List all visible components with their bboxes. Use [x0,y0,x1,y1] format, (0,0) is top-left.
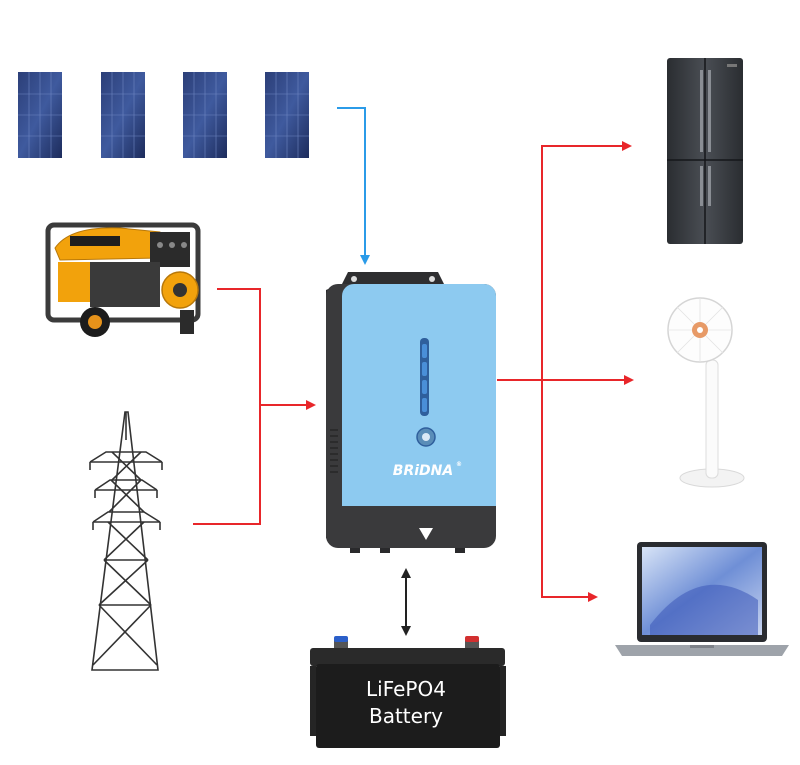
status-led-strip [420,338,429,416]
power-button-icon [416,427,436,447]
solar-panels [18,72,309,158]
ac-output-flow-lines [497,141,634,602]
solar-flow-line [337,107,370,265]
battery-label-line2: Battery [369,704,443,728]
transmission-tower-icon [89,411,163,671]
solar-panel-icon [183,72,227,158]
ac-input-flow-lines [193,288,316,525]
solar-panel-icon [101,72,145,158]
refrigerator-icon [667,58,743,244]
solar-panel-icon [18,72,62,158]
inverter: BRiDNA ® [326,272,496,553]
registered-mark: ® [456,461,462,468]
laptop-icon [615,542,789,656]
generator-icon [45,222,201,337]
battery-label-line1: LiFePO4 [366,677,446,701]
inverter-brand-label: BRiDNA [393,463,453,479]
battery: LiFePO4 Battery [310,636,506,748]
arrow-down-icon [419,528,433,540]
solar-panel-icon [265,72,309,158]
fan-icon [667,297,745,488]
